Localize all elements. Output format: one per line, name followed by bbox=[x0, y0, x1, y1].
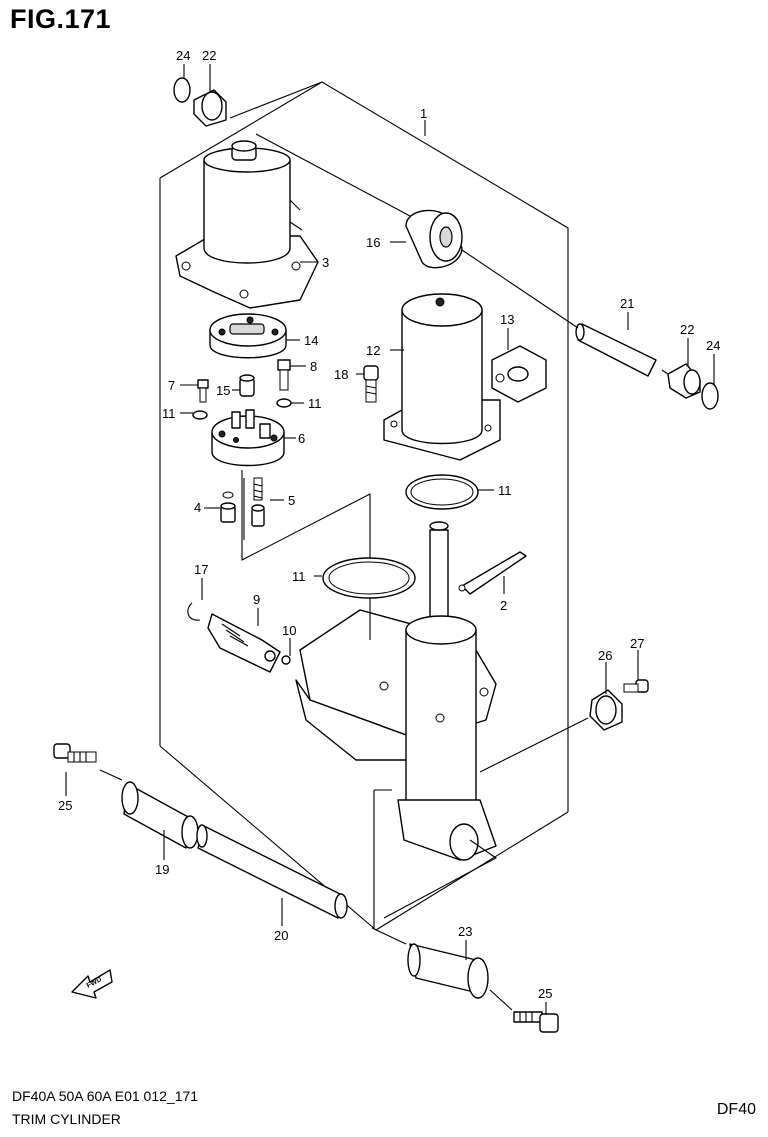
callout-23: 23 bbox=[458, 924, 472, 939]
leader-lines bbox=[99, 81, 669, 1011]
figure-code: DF40A 50A 60A E01 012_171 bbox=[12, 1088, 199, 1104]
callout-17: 17 bbox=[194, 562, 208, 577]
part-3-motor[interactable] bbox=[175, 140, 319, 309]
part-10-oring[interactable] bbox=[281, 655, 291, 665]
part-27-screw[interactable] bbox=[623, 679, 649, 693]
model-code: DF40 bbox=[716, 1101, 756, 1118]
fwd-arrow-icon: FWD bbox=[71, 969, 113, 999]
part-19-bushing[interactable] bbox=[121, 781, 199, 849]
callout-26: 26 bbox=[598, 648, 612, 663]
part-11-oring-right[interactable] bbox=[276, 398, 292, 408]
callout-11-top: 11 bbox=[498, 483, 512, 498]
part-9-manual-valve[interactable] bbox=[207, 613, 281, 673]
part-8-screw[interactable] bbox=[277, 359, 291, 391]
part-11-oring-left[interactable] bbox=[192, 410, 208, 420]
part-16-cushion[interactable] bbox=[405, 209, 463, 269]
part-26-bush[interactable] bbox=[589, 689, 623, 731]
callout-numbers: 1 3 14 8 7 15 11 11 6 4 5 16 12 18 13 21… bbox=[58, 48, 720, 1001]
part-25-bolt-left[interactable] bbox=[53, 743, 97, 763]
callout-10: 10 bbox=[282, 623, 296, 638]
part-23-bush[interactable] bbox=[407, 943, 489, 999]
callout-20: 20 bbox=[274, 928, 288, 943]
callout-18: 18 bbox=[334, 367, 348, 382]
part-13-valve-block[interactable] bbox=[491, 345, 547, 403]
callout-1: 1 bbox=[420, 106, 427, 121]
callout-5: 5 bbox=[288, 493, 295, 508]
part-17-snap-ring[interactable] bbox=[187, 602, 201, 621]
callout-12: 12 bbox=[366, 343, 380, 358]
part-6-valve-body[interactable] bbox=[211, 409, 285, 467]
part-24-ring-left[interactable] bbox=[173, 77, 191, 103]
callout-9: 9 bbox=[253, 592, 260, 607]
part-4-check-ball[interactable] bbox=[220, 491, 236, 523]
callout-13: 13 bbox=[500, 312, 514, 327]
callout-24-left: 24 bbox=[176, 48, 190, 63]
part-2-clip[interactable] bbox=[458, 551, 527, 595]
callout-22-left: 22 bbox=[202, 48, 216, 63]
part-21-pin[interactable] bbox=[575, 323, 657, 377]
callout-16: 16 bbox=[366, 235, 380, 250]
part-7-screw[interactable] bbox=[197, 379, 209, 403]
callout-leaders bbox=[65, 64, 715, 1014]
part-22-bush-right[interactable] bbox=[667, 363, 701, 399]
callout-21: 21 bbox=[620, 296, 634, 311]
figure-title: FIG.171 bbox=[10, 4, 112, 34]
callout-15: 15 bbox=[216, 383, 230, 398]
callout-3: 3 bbox=[322, 255, 329, 270]
callout-8: 8 bbox=[310, 359, 317, 374]
callout-6: 6 bbox=[298, 431, 305, 446]
callout-24-right: 24 bbox=[706, 338, 720, 353]
figure-caption: TRIM CYLINDER bbox=[12, 1111, 121, 1127]
callout-25-right: 25 bbox=[538, 986, 552, 1001]
callout-22-right: 22 bbox=[680, 322, 694, 337]
callout-19: 19 bbox=[155, 862, 169, 877]
callout-11-left: 11 bbox=[162, 406, 176, 421]
callout-4: 4 bbox=[194, 500, 201, 515]
callout-2: 2 bbox=[500, 598, 507, 613]
callout-11-mid: 11 bbox=[292, 569, 306, 584]
part-15-pin[interactable] bbox=[239, 374, 255, 397]
callout-11-right: 11 bbox=[308, 396, 322, 411]
part-24-ring-right[interactable] bbox=[701, 382, 719, 410]
callout-14: 14 bbox=[304, 333, 318, 348]
part-22-bush-left[interactable] bbox=[193, 89, 227, 127]
trim-cylinder-body[interactable] bbox=[295, 521, 497, 861]
part-5-valve-kit[interactable] bbox=[251, 477, 265, 527]
callout-27: 27 bbox=[630, 636, 644, 651]
callout-7: 7 bbox=[168, 378, 175, 393]
part-25-bolt-right[interactable] bbox=[513, 1011, 559, 1033]
part-18-bolt[interactable] bbox=[363, 365, 379, 403]
part-14-pump[interactable] bbox=[209, 313, 287, 359]
part-20-shaft[interactable] bbox=[196, 824, 348, 919]
part-12-reservoir[interactable] bbox=[383, 293, 501, 461]
callout-25-left: 25 bbox=[58, 798, 72, 813]
